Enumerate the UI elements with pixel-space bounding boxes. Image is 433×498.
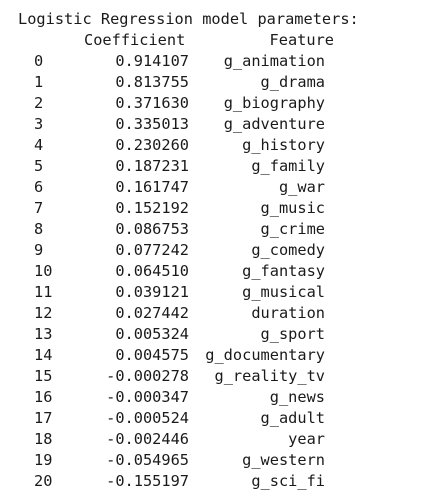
- row-index: 0: [34, 52, 44, 70]
- row-index: 6: [34, 178, 44, 196]
- row-index: 12: [34, 304, 53, 322]
- row-index: 3: [34, 115, 44, 133]
- coefficient-value: -0.155197: [106, 472, 189, 490]
- feature-name: g_news: [269, 388, 325, 406]
- table-row: 4 0.230260 g_history: [0, 135, 433, 156]
- coefficient-value: 0.161747: [115, 178, 189, 196]
- table-row: 0 0.914107 g_animation: [0, 51, 433, 72]
- feature-name: year: [288, 430, 325, 448]
- table-row: 3 0.335013 g_adventure: [0, 114, 433, 135]
- row-index: 7: [34, 199, 44, 217]
- feature-name: g_music: [260, 199, 325, 217]
- column-header-coefficient: Coefficient: [84, 31, 186, 49]
- feature-name: g_sport: [260, 325, 325, 343]
- table-row: 12 0.027442 duration: [0, 303, 433, 324]
- coefficient-value: -0.002446: [106, 430, 189, 448]
- coefficient-value: -0.000347: [106, 388, 189, 406]
- coefficient-value: 0.004575: [115, 346, 189, 364]
- coefficient-value: 0.152192: [115, 199, 189, 217]
- table-row: 8 0.086753 g_crime: [0, 219, 433, 240]
- table-row: 11 0.039121 g_musical: [0, 282, 433, 303]
- table-row: 10 0.064510 g_fantasy: [0, 261, 433, 282]
- row-index: 14: [34, 346, 53, 364]
- feature-name: g_adventure: [223, 115, 325, 133]
- coefficient-value: 0.039121: [115, 283, 189, 301]
- table-row: 6 0.161747 g_war: [0, 177, 433, 198]
- table-row: 15 -0.000278 g_reality_tv: [0, 366, 433, 387]
- coefficient-value: 0.027442: [115, 304, 189, 322]
- row-index: 15: [34, 367, 53, 385]
- table-row: 1 0.813755 g_drama: [0, 72, 433, 93]
- feature-name: g_musical: [242, 283, 325, 301]
- feature-name: g_adult: [260, 409, 325, 427]
- table-row: 2 0.371630 g_biography: [0, 93, 433, 114]
- feature-name: g_war: [278, 178, 325, 196]
- table-row: 17 -0.000524 g_adult: [0, 408, 433, 429]
- coefficient-value: 0.371630: [115, 94, 189, 112]
- table-row: 7 0.152192 g_music: [0, 198, 433, 219]
- row-index: 17: [34, 409, 53, 427]
- row-index: 4: [34, 136, 44, 154]
- table-row: 5 0.187231 g_family: [0, 156, 433, 177]
- coefficient-value: 0.187231: [115, 157, 189, 175]
- coefficient-value: 0.064510: [115, 262, 189, 280]
- table-row: 16 -0.000347 g_news: [0, 387, 433, 408]
- table-row: 13 0.005324 g_sport: [0, 324, 433, 345]
- coefficient-value: -0.000524: [106, 409, 189, 427]
- feature-name: g_comedy: [251, 241, 325, 259]
- coefficient-value: 0.086753: [115, 220, 189, 238]
- row-index: 13: [34, 325, 53, 343]
- coefficient-value: 0.335013: [115, 115, 189, 133]
- feature-name: g_sci_fi: [251, 472, 325, 490]
- feature-name: g_family: [251, 157, 325, 175]
- coefficient-value: 0.813755: [115, 73, 189, 91]
- row-index: 8: [34, 220, 44, 238]
- table-row: 9 0.077242 g_comedy: [0, 240, 433, 261]
- feature-name: g_drama: [260, 73, 325, 91]
- coefficient-value: 0.077242: [115, 241, 189, 259]
- feature-name: g_reality_tv: [214, 367, 325, 385]
- row-index: 16: [34, 388, 53, 406]
- output-title: Logistic Regression model parameters:: [18, 10, 359, 28]
- row-index: 10: [34, 262, 53, 280]
- feature-name: g_western: [242, 451, 325, 469]
- feature-name: duration: [251, 304, 325, 322]
- row-index: 18: [34, 430, 53, 448]
- row-index: 11: [34, 283, 53, 301]
- column-header-feature: Feature: [269, 31, 334, 49]
- table-row: 18 -0.002446 year: [0, 429, 433, 450]
- coefficient-value: 0.914107: [115, 52, 189, 70]
- row-index: 5: [34, 157, 44, 175]
- feature-name: g_history: [242, 136, 325, 154]
- row-index: 19: [34, 451, 53, 469]
- table-row: 20 -0.155197 g_sci_fi: [0, 471, 433, 492]
- feature-name: g_animation: [223, 52, 325, 70]
- table-row: 19 -0.054965 g_western: [0, 450, 433, 471]
- row-index: 1: [34, 73, 44, 91]
- coefficient-value: -0.054965: [106, 451, 189, 469]
- feature-name: g_biography: [223, 94, 325, 112]
- coefficient-value: -0.000278: [106, 367, 189, 385]
- table-row: 14 0.004575 g_documentary: [0, 345, 433, 366]
- row-index: 2: [34, 94, 44, 112]
- row-index: 20: [34, 472, 53, 490]
- row-index: 9: [34, 241, 44, 259]
- feature-name: g_fantasy: [242, 262, 325, 280]
- coefficient-value: 0.005324: [115, 325, 189, 343]
- feature-name: g_crime: [260, 220, 325, 238]
- feature-name: g_documentary: [205, 346, 325, 364]
- coefficient-value: 0.230260: [115, 136, 189, 154]
